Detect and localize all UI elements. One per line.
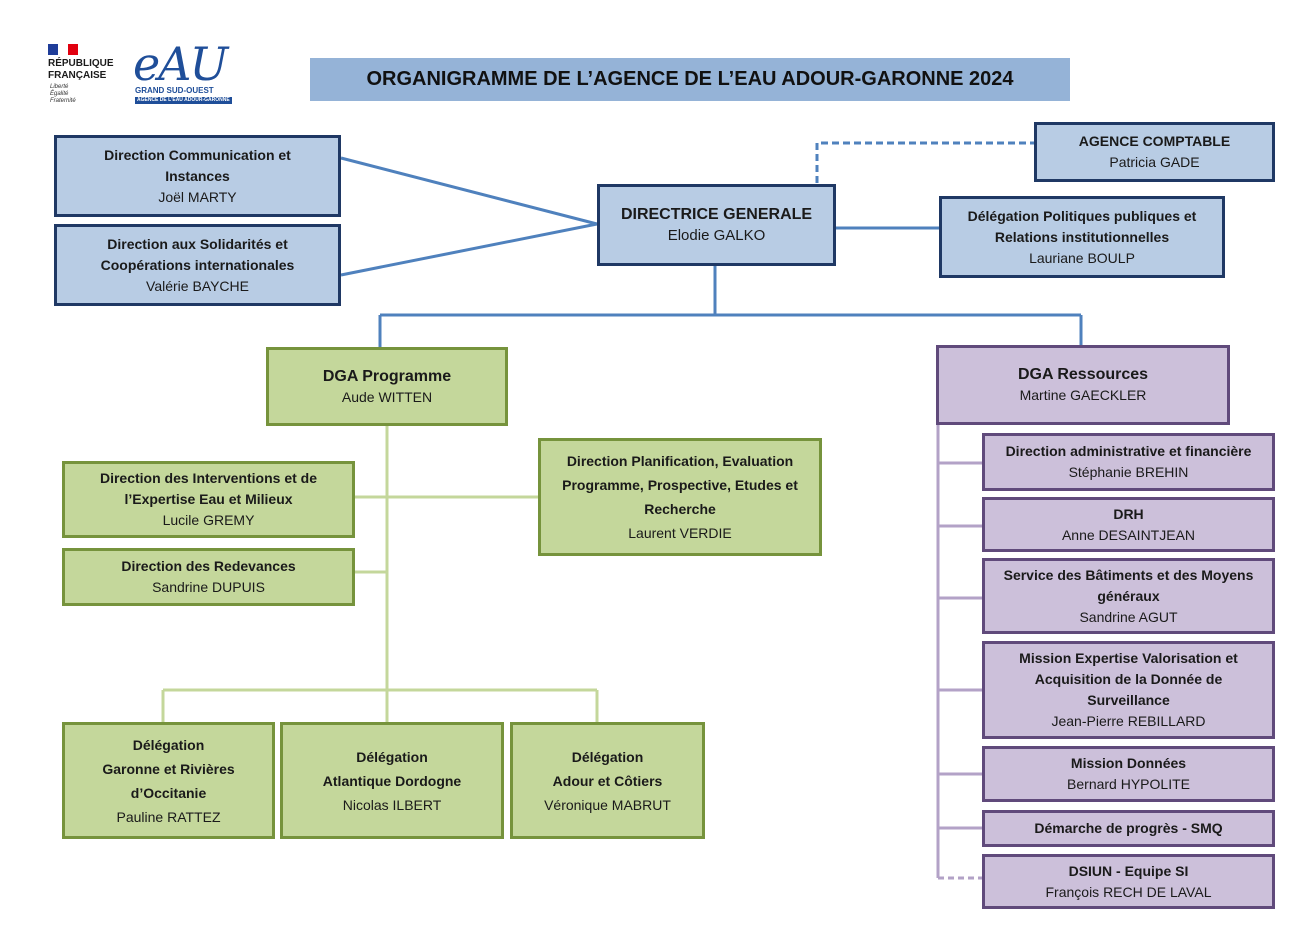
motto-fraternite: Fraternité — [50, 98, 76, 104]
box-person: Patricia GADE — [1109, 154, 1200, 170]
box-person: Joël MARTY — [158, 188, 237, 205]
box-person: Pauline RATTEZ — [116, 808, 221, 825]
box-title: Délégation — [571, 748, 644, 765]
box-title: Direction aux Solidarités et Coopération… — [100, 235, 295, 273]
box-subtitle: Garonne et Rivières d’Occitanie — [102, 760, 235, 801]
box-subtitle: Atlantique Dordogne — [322, 772, 462, 789]
box-title: Direction Communication et Instances — [104, 146, 291, 184]
box-drh: DRH Anne DESAINTJEAN — [982, 497, 1275, 552]
box-title: Direction Planification, Evaluation Prog… — [562, 453, 798, 517]
box-service-batiments: Service des Bâtiments et des Moyens géné… — [982, 558, 1275, 634]
box-title: DGA Ressources — [1017, 366, 1149, 383]
box-agence-comptable: AGENCE COMPTABLE Patricia GADE — [1034, 122, 1275, 182]
box-title: DGA Programme — [322, 367, 452, 385]
box-delegation-adour: Délégation Adour et Côtiers Véronique MA… — [510, 722, 705, 839]
box-direction-interventions: Direction des Interventions et de l’Expe… — [62, 461, 355, 538]
box-person: Lucile GREMY — [162, 512, 255, 528]
box-person: Stéphanie BREHIN — [1068, 464, 1189, 480]
box-person: Nicolas ILBERT — [342, 796, 442, 813]
box-delegation-garonne: Délégation Garonne et Rivières d’Occitan… — [62, 722, 275, 839]
box-person: Anne DESAINTJEAN — [1061, 526, 1196, 543]
box-title: Direction administrative et financière — [1005, 443, 1252, 459]
box-title: Mission Données — [1070, 755, 1187, 771]
box-mission-donnees: Mission Données Bernard HYPOLITE — [982, 746, 1275, 802]
line-dg-solidarites — [340, 222, 598, 277]
box-dsiun: DSIUN - Equipe SI François RECH DE LAVAL — [982, 854, 1275, 909]
box-person: François RECH DE LAVAL — [1045, 883, 1212, 900]
box-dga-programme: DGA Programme Aude WITTEN — [266, 347, 508, 426]
french-flag-icon — [48, 44, 78, 55]
box-subtitle: Adour et Côtiers — [552, 772, 663, 789]
box-person: Sandrine AGUT — [1079, 608, 1178, 625]
box-title: DRH — [1113, 505, 1144, 522]
box-title: Délégation Politiques publiques et Relat… — [967, 207, 1197, 245]
box-direction-solidarites: Direction aux Solidarités et Coopération… — [54, 224, 341, 306]
box-person: Lauriane BOULP — [1029, 249, 1135, 266]
box-person: Martine GAECKLER — [1019, 387, 1147, 403]
box-direction-administrative: Direction administrative et financière S… — [982, 433, 1275, 491]
box-title: Service des Bâtiments et des Moyens géné… — [1003, 566, 1254, 604]
line-dg-communication — [340, 156, 598, 226]
box-directrice-generale: DIRECTRICE GENERALE Elodie GALKO — [597, 184, 836, 266]
eau-logo-subtitle: GRAND SUD-OUEST — [135, 86, 214, 95]
box-direction-communication: Direction Communication et Instances Joë… — [54, 135, 341, 217]
box-title: Direction des Interventions et de l’Expe… — [99, 470, 318, 507]
box-title: Mission Expertise Valorisation et Acquis… — [1019, 650, 1238, 708]
box-direction-planification: Direction Planification, Evaluation Prog… — [538, 438, 822, 556]
box-title: Délégation — [132, 736, 205, 753]
box-dga-ressources: DGA Ressources Martine GAECKLER — [936, 345, 1230, 425]
box-title: Démarche de progrès - SMQ — [1034, 820, 1223, 836]
box-person: Jean-Pierre REBILLARD — [1051, 713, 1206, 729]
motto-liberte: Liberté — [50, 84, 69, 90]
eau-logo-subtitle-2: AGENCE DE L'EAU ADOUR-GARONNE — [135, 97, 232, 104]
box-person: Bernard HYPOLITE — [1067, 776, 1190, 792]
box-delegation-politiques-publiques: Délégation Politiques publiques et Relat… — [939, 196, 1225, 278]
republique-text: RÉPUBLIQUE FRANÇAISE — [48, 58, 114, 81]
box-person: Valérie BAYCHE — [146, 277, 249, 294]
box-title: Direction des Redevances — [121, 558, 296, 574]
box-title: DIRECTRICE GENERALE — [620, 206, 813, 223]
box-title: AGENCE COMPTABLE — [1078, 133, 1231, 149]
box-person: Aude WITTEN — [341, 388, 433, 405]
box-person: Véronique MABRUT — [544, 796, 671, 813]
box-person: Elodie GALKO — [667, 227, 766, 244]
box-mission-expertise: Mission Expertise Valorisation et Acquis… — [982, 641, 1275, 739]
eau-logo-text: eAU — [133, 37, 228, 91]
page-title: ORGANIGRAMME DE L’AGENCE DE L’EAU ADOUR-… — [310, 58, 1070, 101]
line-dg-comptable — [815, 141, 1034, 183]
agence-eau-logo: eAU GRAND SUD-OUEST AGENCE DE L'EAU ADOU… — [133, 37, 233, 108]
box-delegation-atlantique: Délégation Atlantique Dordogne Nicolas I… — [280, 722, 504, 839]
box-title: DSIUN - Equipe SI — [1068, 862, 1189, 879]
box-direction-redevances: Direction des Redevances Sandrine DUPUIS — [62, 548, 355, 606]
box-title: Délégation — [356, 748, 428, 765]
box-demarche-progres: Démarche de progrès - SMQ — [982, 810, 1275, 847]
box-person: Laurent VERDIE — [628, 525, 732, 541]
motto-egalite: Égalité — [50, 91, 69, 97]
box-person: Sandrine DUPUIS — [152, 579, 265, 595]
